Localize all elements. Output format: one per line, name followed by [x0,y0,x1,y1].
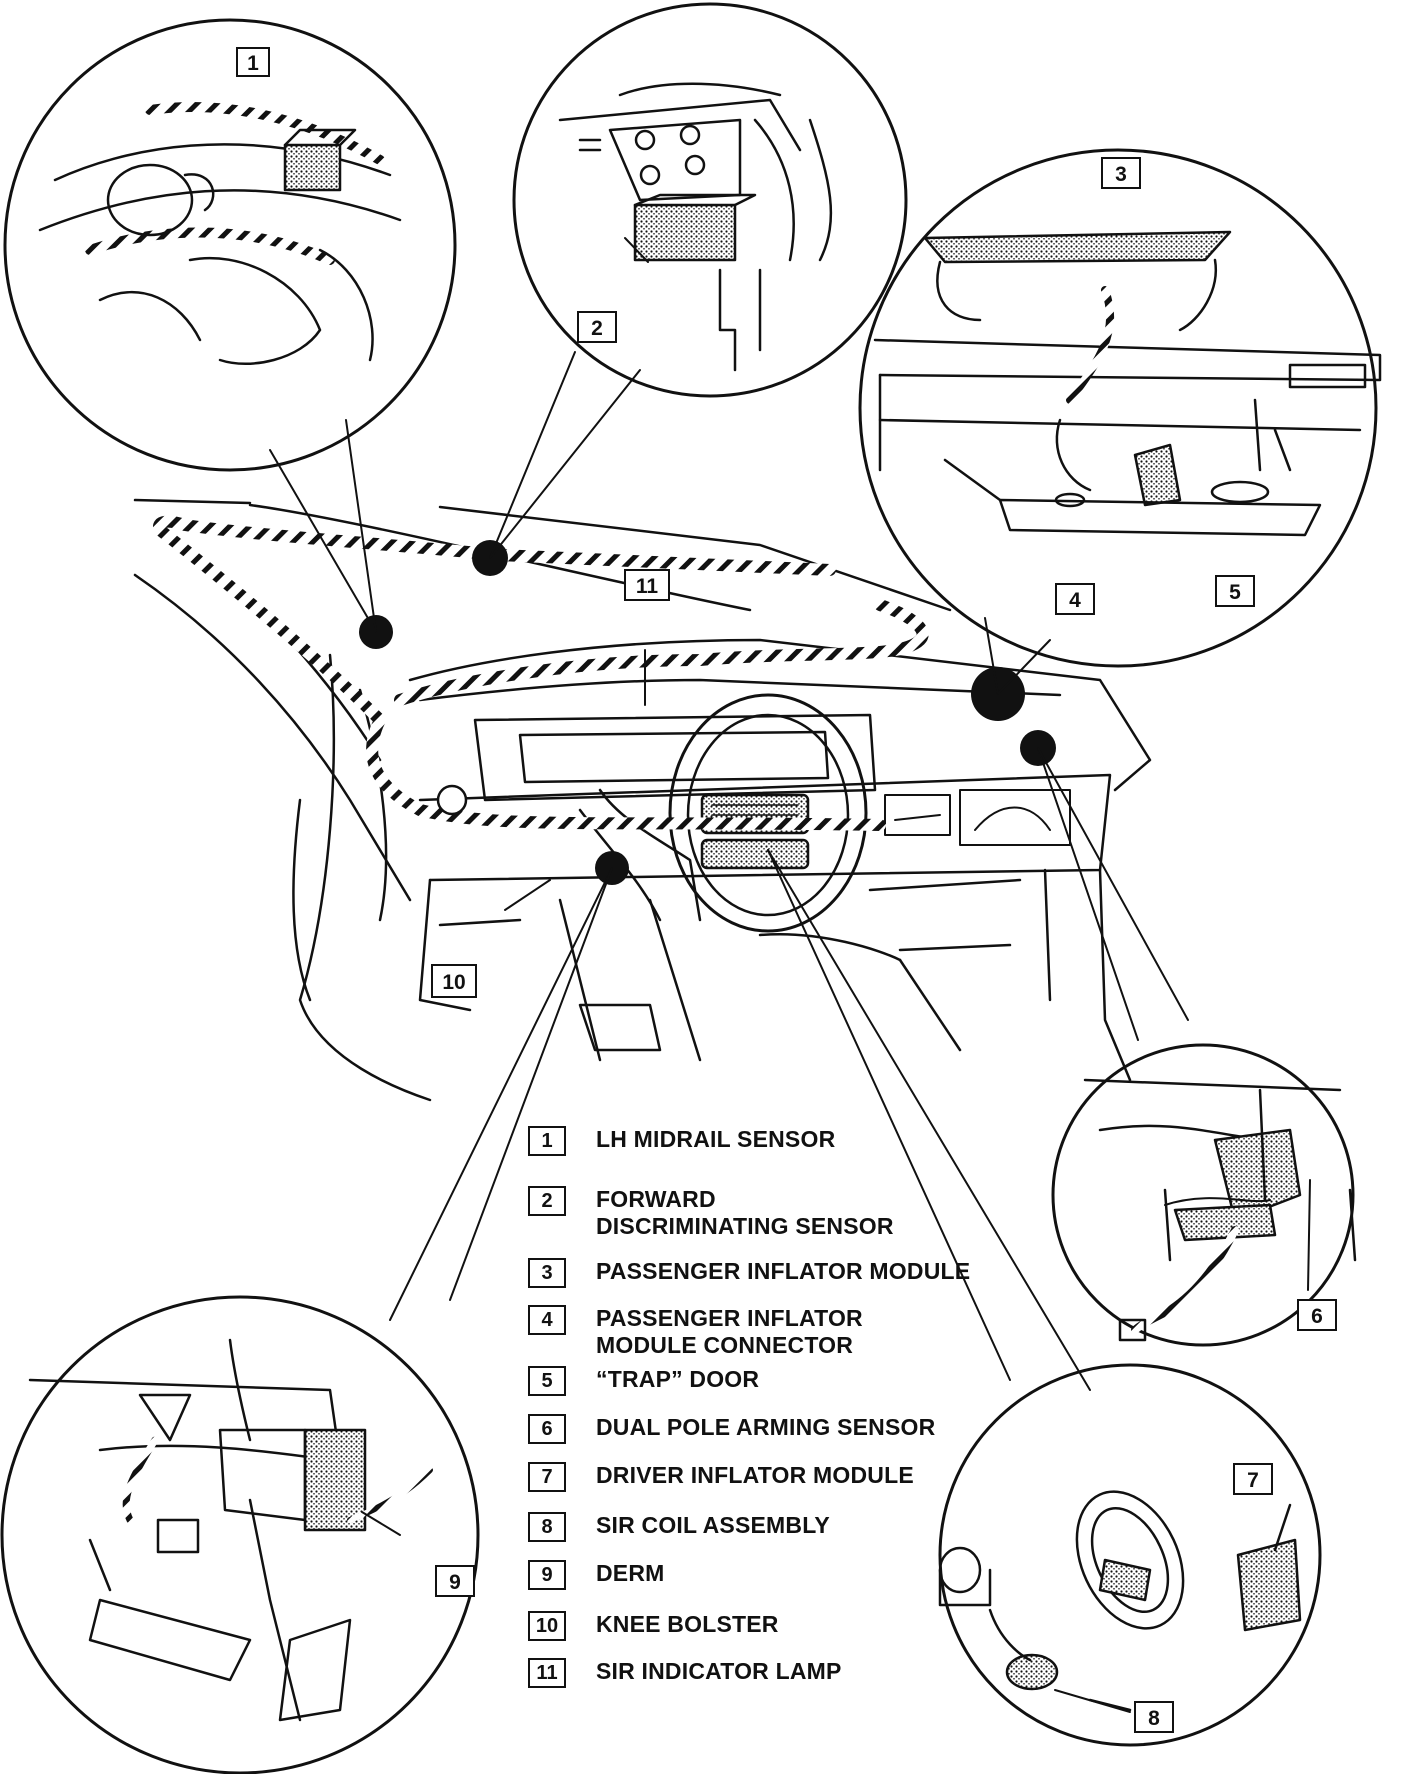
detail-circle-passenger-module [858,148,1382,668]
callout-1-text: 1 [247,52,259,75]
legend-text-9: DERM [596,1560,665,1586]
callout-2-text: 2 [591,317,603,340]
callout-8: 8 [1134,1701,1174,1733]
pointer-arrows [361,237,1311,1713]
legend-row-5: 5 “TRAP” DOOR [528,1366,759,1396]
callout-10: 10 [431,964,477,998]
callout-3: 3 [1101,157,1141,189]
legend-row-11: 11 SIR INDICATOR LAMP [528,1658,842,1688]
legend-row-3: 3 PASSENGER INFLATOR MODULE [528,1258,970,1288]
callout-5: 5 [1215,575,1255,607]
legend-num-10: 10 [528,1611,566,1641]
callout-7-text: 7 [1247,1469,1259,1492]
callout-labels: 1 2 3 4 5 6 7 8 9 10 11 [236,47,1337,1733]
legend-num-11: 11 [528,1658,566,1688]
callout-6: 6 [1297,1299,1337,1331]
legend-row-7: 7 DRIVER INFLATOR MODULE [528,1462,914,1492]
legend-text-7: DRIVER INFLATOR MODULE [596,1462,914,1488]
detail-circle-derm [0,1295,480,1774]
callout-4-text: 4 [1069,589,1081,612]
callout-9: 9 [435,1565,475,1597]
legend-num-2: 2 [528,1186,566,1216]
legend-num-3: 3 [528,1258,566,1288]
callout-11: 11 [624,569,670,601]
detail-circle-forward-sensor [512,2,908,398]
callout-7: 7 [1233,1463,1273,1495]
callout-2: 2 [577,311,617,343]
legend-num-9: 9 [528,1560,566,1590]
legend-num-5: 5 [528,1366,566,1396]
callout-9-text: 9 [449,1571,461,1594]
legend-row-10: 10 KNEE BOLSTER [528,1611,779,1641]
callout-11-text: 11 [636,575,659,598]
legend-text-5: “TRAP” DOOR [596,1366,760,1392]
detail-circle-midrail [3,18,457,472]
legend-num-4: 4 [528,1305,566,1335]
legend-num-7: 7 [528,1462,566,1492]
callout-6-text: 6 [1311,1305,1323,1328]
leader-lines [269,351,1189,1391]
callout-3-text: 3 [1115,163,1127,186]
legend-row-8: 8 SIR COIL ASSEMBLY [528,1512,830,1542]
callout-5-text: 5 [1229,581,1241,604]
legend-text-1: LH MIDRAIL SENSOR [596,1126,836,1152]
callout-1: 1 [236,47,270,77]
legend-row-4: 4 PASSENGER INFLATOR MODULE CONNECTOR [528,1305,863,1359]
legend-text-11: SIR INDICATOR LAMP [596,1658,842,1684]
callout-4: 4 [1055,583,1095,615]
legend-row-9: 9 DERM [528,1560,665,1590]
legend-row-6: 6 DUAL POLE ARMING SENSOR [528,1414,935,1444]
detail-circle-arming-sensor [1051,1043,1357,1347]
legend-text-6: DUAL POLE ARMING SENSOR [596,1414,936,1440]
legend-text-3: PASSENGER INFLATOR MODULE [596,1258,971,1284]
legend-row-2: 2 FORWARD DISCRIMINATING SENSOR [528,1186,894,1240]
legend-text-2: FORWARD DISCRIMINATING SENSOR [596,1186,894,1239]
legend-num-8: 8 [528,1512,566,1542]
legend-text-4: PASSENGER INFLATOR MODULE CONNECTOR [596,1305,863,1358]
legend-num-6: 6 [528,1414,566,1444]
callout-10-text: 10 [442,971,465,994]
legend-num-1: 1 [528,1126,566,1156]
callout-8-text: 8 [1148,1707,1160,1730]
legend-text-10: KNEE BOLSTER [596,1611,779,1637]
vehicle-interior-view [133,498,1152,1102]
detail-circle-coil-assembly [938,1363,1322,1747]
legend-row-1: 1 LH MIDRAIL SENSOR [528,1126,835,1156]
legend-text-8: SIR COIL ASSEMBLY [596,1512,830,1538]
